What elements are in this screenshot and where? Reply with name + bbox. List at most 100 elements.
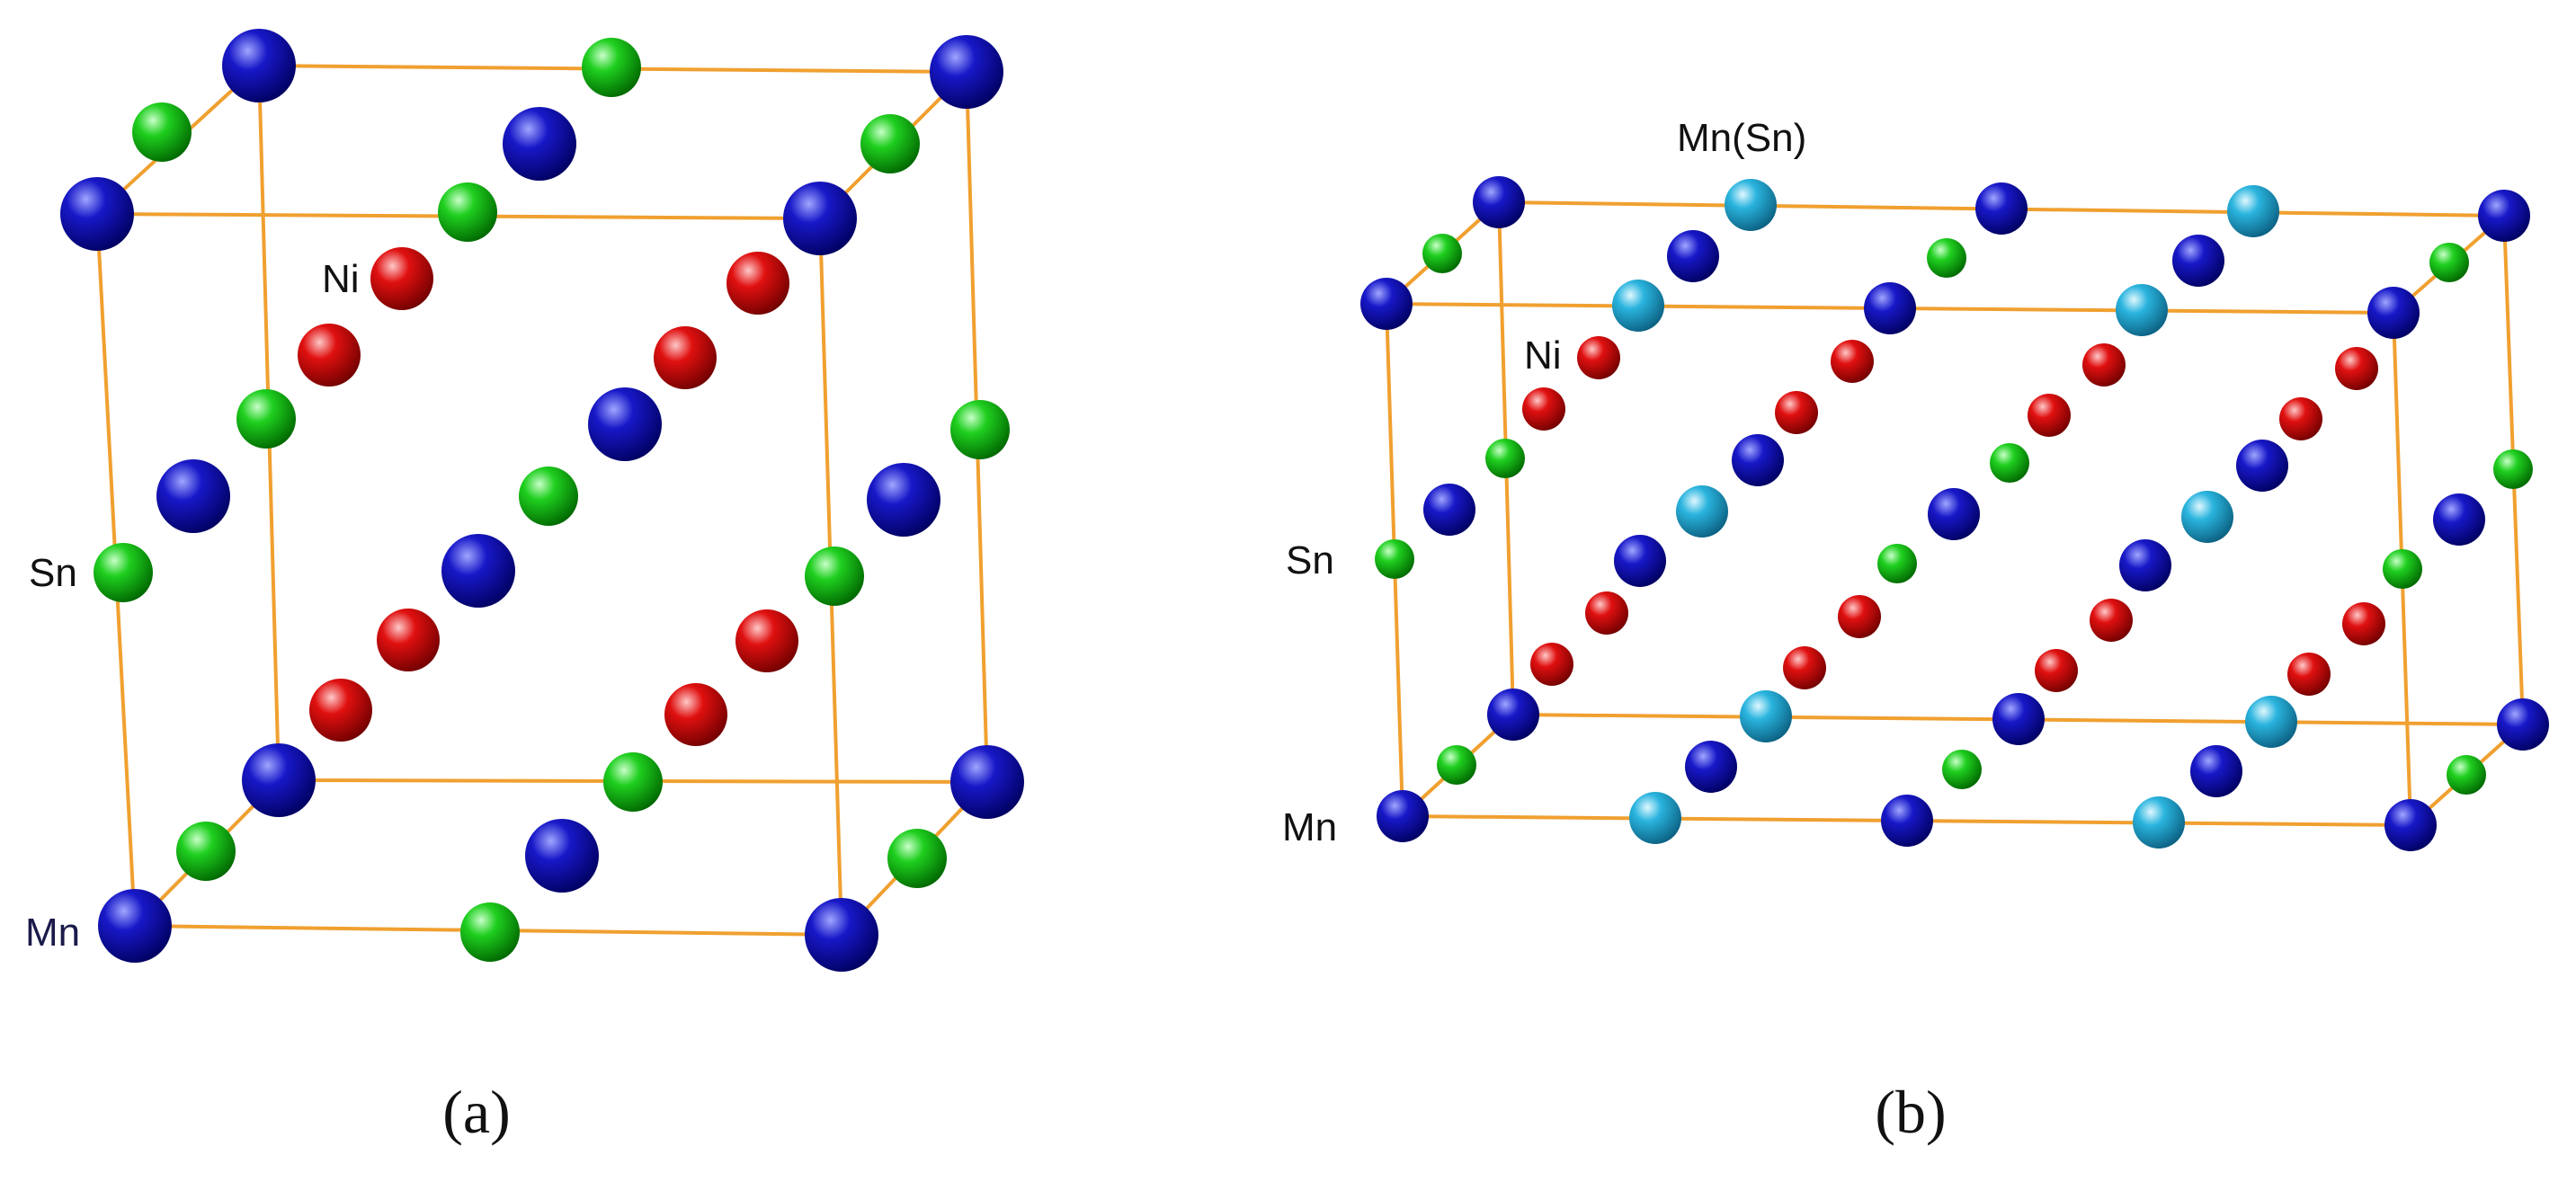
sn-atom [519, 467, 578, 526]
panel-a-ni-label: Ni [322, 257, 360, 301]
mn-sn-atom [2133, 796, 2185, 849]
mn-sn-atom [2181, 491, 2233, 543]
ni-atom [1831, 340, 1874, 383]
ni-atom [377, 609, 440, 671]
ni-atom [1522, 387, 1565, 431]
ni-atom [2342, 602, 2385, 645]
ni-atom [1838, 595, 1881, 638]
panel-b-mn-label: Mn [1282, 805, 1337, 849]
mn-atom [1975, 182, 2028, 235]
mn-atom [1487, 689, 1539, 741]
sn-atom [94, 543, 153, 602]
sn-atom [2447, 755, 2486, 795]
sn-atom [582, 38, 641, 97]
mn-atom [98, 889, 172, 963]
ni-atom [1585, 591, 1628, 635]
mn-atom [2478, 190, 2530, 242]
mn-sn-atom [1676, 485, 1728, 538]
mn-atom [2119, 539, 2171, 591]
panel-b-mn-sn-label: Mn(Sn) [1677, 116, 1806, 160]
mn-atom [1928, 488, 1980, 540]
panel-b-ni-label: Ni [1524, 333, 1562, 378]
sn-atom [1422, 234, 1462, 273]
mn-sn-atom [1725, 179, 1777, 231]
ni-atom [1783, 646, 1826, 689]
mn-atom [441, 534, 515, 608]
panel-a: Ni Sn Mn (a) [25, 29, 1024, 1146]
sn-atom [887, 829, 947, 888]
mn-sn-atom [1740, 690, 1792, 742]
mn-atom [1360, 278, 1413, 330]
mn-atom [1423, 484, 1475, 536]
sn-atom [1927, 238, 1966, 278]
mn-atom [2172, 235, 2224, 287]
mn-atom [222, 29, 296, 102]
mn-atom [783, 182, 857, 255]
panel-b-sn-label: Sn [1286, 538, 1334, 582]
ni-atom [1530, 643, 1573, 686]
mn-atom [1667, 230, 1719, 282]
panel-a-sn-label: Sn [29, 551, 77, 595]
panel-a-caption: (a) [442, 1078, 510, 1146]
ni-atom [298, 324, 361, 387]
mn-atom [930, 35, 1003, 109]
panel-b-atoms [1360, 176, 2549, 851]
mn-atom [2367, 287, 2420, 339]
mn-atom [2384, 799, 2437, 851]
mn-atom [525, 819, 599, 893]
sn-atom [1485, 439, 1525, 478]
sn-atom [1437, 745, 1476, 785]
mn-atom [503, 107, 576, 181]
sn-atom [1942, 750, 1982, 789]
sn-atom [2493, 449, 2533, 489]
ni-atom [2028, 394, 2071, 437]
mn-atom [805, 898, 878, 972]
sn-atom [236, 389, 296, 449]
sn-atom [860, 114, 920, 173]
sn-atom [1375, 539, 1414, 579]
mn-sn-atom [2227, 185, 2279, 237]
mn-atom [1864, 282, 1916, 334]
sn-atom [603, 752, 663, 812]
mn-sn-atom [1629, 792, 1681, 844]
ni-atom [2082, 343, 2126, 387]
panel-a-atoms [60, 29, 1024, 972]
sn-atom [132, 102, 192, 162]
mn-atom [156, 459, 230, 533]
mn-atom [2236, 440, 2288, 492]
sn-atom [176, 822, 236, 881]
sn-atom [2429, 243, 2469, 282]
ni-atom [735, 609, 798, 672]
mn-atom [1473, 176, 1525, 228]
sn-atom [805, 547, 864, 606]
sn-atom [2383, 549, 2422, 589]
mn-atom [867, 463, 940, 537]
mn-atom [242, 743, 316, 817]
mn-atom [950, 745, 1024, 819]
panel-b-caption: (b) [1875, 1078, 1946, 1146]
mn-atom [2433, 493, 2485, 546]
ni-atom [1775, 391, 1818, 434]
mn-atom [588, 387, 662, 461]
ni-atom [2035, 649, 2078, 692]
panel-a-mn-label: Mn [25, 911, 80, 955]
mn-atom [1614, 535, 1666, 587]
ni-atom [1577, 336, 1620, 379]
mn-atom [2497, 698, 2549, 751]
mn-atom [60, 177, 134, 251]
mn-atom [1732, 434, 1784, 486]
sn-atom [1990, 443, 2029, 483]
sn-atom [950, 400, 1010, 459]
ni-atom [654, 326, 717, 389]
mn-atom [1377, 790, 1429, 842]
mn-sn-atom [2116, 284, 2168, 336]
panel-b: Mn(Sn) Ni Sn Mn (b) [1282, 116, 2549, 1146]
mn-sn-atom [2245, 696, 2297, 748]
ni-atom [726, 252, 789, 315]
ni-atom [2287, 653, 2331, 696]
ni-atom [2335, 347, 2378, 390]
ni-atom [2279, 397, 2322, 440]
sn-atom [460, 902, 520, 962]
mn-atom [2190, 745, 2242, 797]
ni-atom [664, 683, 727, 746]
